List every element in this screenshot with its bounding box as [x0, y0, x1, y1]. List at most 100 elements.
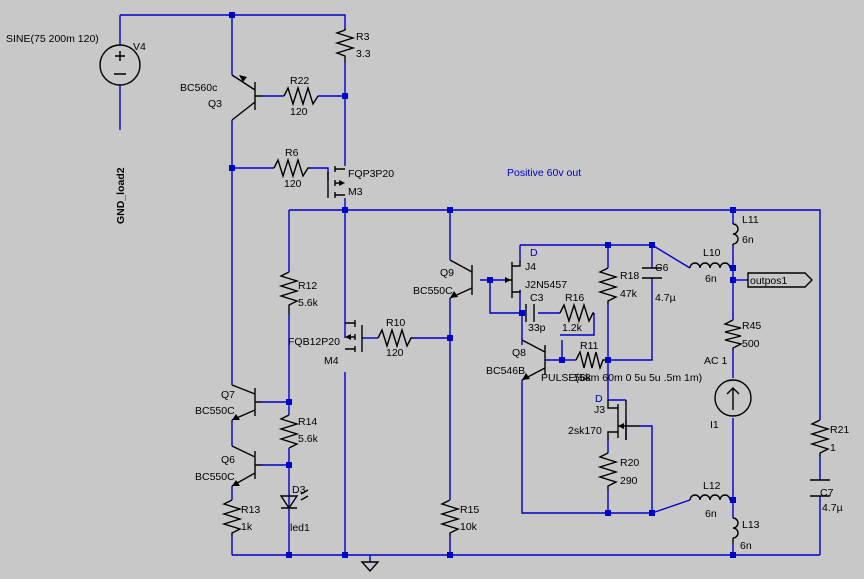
resistor-r6[interactable] — [273, 157, 310, 179]
r10-name: R10 — [386, 317, 405, 329]
j3-model: 2sk170 — [568, 425, 602, 437]
r22-value: 120 — [290, 106, 308, 118]
l10-value: 6n — [705, 273, 717, 285]
r18-name: R18 — [620, 270, 639, 282]
r16-name: R16 — [565, 292, 584, 304]
transistor-q8[interactable] — [521, 339, 546, 381]
r13-name: R13 — [241, 504, 260, 516]
transistor-q6[interactable] — [231, 445, 262, 487]
inductor-l11[interactable] — [732, 223, 739, 246]
resistor-r22[interactable] — [283, 85, 319, 107]
v4-value: SINE(75 200m 120) — [6, 33, 99, 45]
r15-name: R15 — [460, 504, 479, 516]
i1-value: PULSE(58m 60m 0 5u 5u .5m 1m) — [541, 372, 702, 384]
l12-name: L12 — [703, 480, 721, 492]
q9-model: BC550C — [413, 285, 453, 297]
transistor-q7[interactable] — [231, 384, 262, 421]
l13-value: 6n — [740, 540, 752, 552]
c7-value: 4.7µ — [822, 502, 843, 514]
capacitor-c7[interactable] — [810, 479, 830, 497]
transistor-q9[interactable] — [449, 259, 473, 299]
c6-value: 4.7µ — [655, 292, 676, 304]
m4-name: M4 — [324, 355, 339, 367]
r6-value: 120 — [284, 178, 302, 190]
q9-name: Q9 — [440, 267, 454, 279]
r45-value: 500 — [742, 338, 760, 350]
mosfet-m3[interactable] — [327, 166, 345, 198]
q8-model: BC546B — [486, 365, 525, 377]
r11-value: 56k — [574, 372, 592, 384]
led-d3[interactable] — [279, 489, 309, 510]
i1-ac: AC 1 — [704, 355, 728, 367]
r20-value: 290 — [620, 475, 638, 487]
junction-dots — [229, 12, 736, 558]
j4-pin: D — [530, 247, 538, 259]
resistor-r16[interactable] — [559, 302, 594, 324]
inductor-l13[interactable] — [732, 517, 739, 544]
current-source-i1[interactable] — [714, 379, 752, 417]
r21-value: 1 — [830, 442, 836, 454]
r45-name: R45 — [742, 320, 761, 332]
capacitor-c6[interactable] — [642, 267, 662, 279]
q3-model: BC560c — [180, 82, 217, 94]
r12-name: R12 — [298, 280, 317, 292]
resistor-r20[interactable] — [597, 452, 619, 490]
i1-name: I1 — [710, 419, 719, 431]
j4-model: J2N5457 — [525, 279, 567, 291]
resistor-r14[interactable] — [278, 414, 300, 449]
r20-name: R20 — [620, 457, 639, 469]
r14-value: 5.6k — [298, 433, 319, 445]
q6-name: Q6 — [221, 454, 235, 466]
jfet-j3[interactable] — [607, 400, 640, 440]
r3-name: R3 — [356, 31, 370, 43]
ground-symbol — [360, 561, 380, 573]
j3-name: J3 — [594, 404, 605, 416]
q3-name: Q3 — [208, 98, 222, 110]
q7-name: Q7 — [221, 389, 235, 401]
transistor-q3[interactable] — [231, 74, 262, 121]
l10-name: L10 — [703, 247, 721, 259]
inductor-l10[interactable] — [689, 262, 731, 269]
wires — [119, 14, 821, 562]
capacitor-c3[interactable] — [525, 304, 535, 322]
r11-name: R11 — [580, 340, 599, 352]
r3-value: 3.3 — [356, 48, 371, 60]
positive-out-label: Positive 60v out — [507, 167, 581, 179]
r12-value: 5.6k — [298, 297, 319, 309]
resistor-r3[interactable] — [334, 28, 356, 62]
c6-name: C6 — [655, 262, 669, 274]
resistor-r11[interactable] — [575, 349, 606, 371]
outpos-port[interactable] — [747, 272, 813, 288]
l12-value: 6n — [705, 508, 717, 520]
q8-name: Q8 — [512, 347, 526, 359]
resistor-r18[interactable] — [597, 267, 619, 304]
r14-name: R14 — [298, 416, 317, 428]
r13-value: 1k — [241, 521, 253, 533]
resistor-r21[interactable] — [809, 419, 831, 456]
inductor-l12[interactable] — [689, 494, 731, 501]
l13-name: L13 — [742, 519, 760, 531]
resistor-r12[interactable] — [278, 271, 300, 314]
source-v4[interactable] — [99, 44, 141, 86]
r18-value: 47k — [620, 288, 638, 300]
resistor-r10[interactable] — [377, 327, 413, 349]
j3-pin: D — [595, 393, 603, 405]
outpos-label: outpos1 — [750, 275, 788, 287]
c3-value: 33p — [528, 322, 546, 334]
r10-value: 120 — [386, 347, 404, 359]
m3-model: FQP3P20 — [348, 168, 394, 180]
jfet-j4[interactable] — [505, 260, 521, 298]
resistor-r13[interactable] — [221, 499, 243, 536]
c7-name: C7 — [820, 487, 834, 499]
resistor-r15[interactable] — [439, 499, 461, 536]
mosfet-m4[interactable] — [345, 320, 363, 352]
q6-model: BC550C — [195, 471, 235, 483]
gnd-load-label: GND_load2 — [115, 167, 127, 224]
r16-value: 1.2k — [562, 322, 583, 334]
c3-name: C3 — [530, 292, 544, 304]
r15-value: 10k — [460, 521, 478, 533]
resistor-r45[interactable] — [722, 319, 744, 350]
m3-name: M3 — [348, 186, 363, 198]
l11-name: L11 — [742, 214, 759, 226]
